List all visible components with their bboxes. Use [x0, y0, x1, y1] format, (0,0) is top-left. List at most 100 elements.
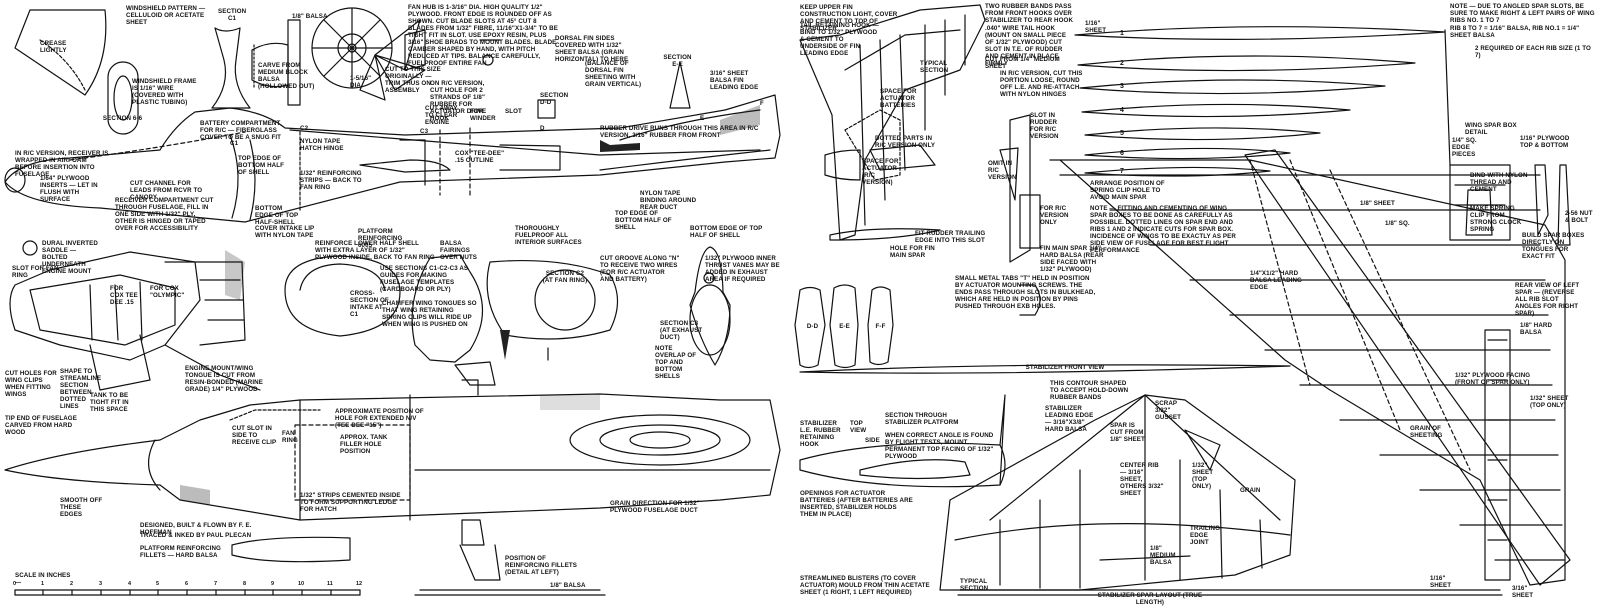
scale-number: 7 — [214, 581, 218, 587]
two-rubber-bands-label: Two rubber bands pass from front hooks o… — [985, 3, 1074, 24]
spring-clip-label: Make spring clip from strong clock sprin… — [1470, 205, 1522, 233]
carve-block-label: Carve from medium block balsa (hollowed … — [258, 62, 315, 90]
sheet-18-label: 1/8" sheet — [1360, 200, 1395, 207]
tip-end-label: Tip end of fuselage carved from hard woo… — [5, 415, 77, 436]
omit-rc-label: Omit in R/C version — [988, 160, 1017, 181]
section-mark-c1: C1 — [230, 140, 239, 147]
engine-mount-assembly — [9, 251, 201, 361]
space-actuator-label: Space for actuator batteries — [880, 88, 917, 109]
section-6-6-outline — [107, 61, 139, 135]
note-fitting-label: Note — Fitting and cementing of wing spa… — [1090, 205, 1236, 254]
approx-position-label: Approximate position of hole for extende… — [335, 408, 424, 429]
section-c2-fan-ring — [486, 259, 619, 340]
scale-number: 11 — [327, 581, 333, 587]
scale-number: 10 — [298, 581, 305, 587]
balsa-top-label: 1/8" balsa — [292, 13, 328, 20]
nylon-tape-hatch-label: Nylon tape hatch hinge — [300, 138, 344, 152]
plywood-inserts-label: 1/64" plywood inserts — let in flush wit… — [40, 175, 98, 203]
rib-8-label: Rib 8 to 7 = 1/16" balsa, rib No.1 = 1/4… — [1450, 25, 1580, 39]
reinforce-lower-label: Reinforce lower half shell with extra la… — [315, 240, 435, 261]
wing-planform — [1049, 159, 1566, 586]
keep-upper-fin-label: Keep upper fin construction light, cover… — [800, 4, 898, 32]
sheet-16-label: 1/16" sheet — [1085, 20, 1107, 34]
fan-hub-note: Fan hub is 1-3/16" dia. high quality 1/2… — [408, 4, 558, 67]
nut-bolt-label: 2-56 nut & bolt — [1565, 210, 1593, 224]
engine-mount-label: Engine mount/wing tongue is cut from res… — [185, 365, 263, 393]
fuselage-top-view — [4, 393, 781, 521]
section-e-e-label: Section E-E — [663, 54, 692, 68]
rib-number: 6 — [1120, 150, 1124, 157]
sheet-316-label: 3/16" sheet — [1512, 585, 1534, 599]
build-spar-boxes-label: Build spar boxes directly on tongues for… — [1522, 232, 1585, 260]
cut-groove-label: Cut groove along "N" to receive two wire… — [600, 255, 680, 283]
rib-number: 3 — [1120, 83, 1124, 90]
sheet-top-only-label: 1/32" sheet (top only) — [1530, 395, 1569, 409]
section-d-d-label: Section D-D — [540, 92, 569, 106]
stab-le-label: Stabilizer leading edge — 3/16"x3/8" har… — [1045, 405, 1094, 433]
center-rib-label: Center rib — 3/16" sheet, others 3/32" s… — [1120, 462, 1164, 497]
scale-number: 1 — [41, 581, 45, 587]
block-label-f-f: F-F — [875, 323, 886, 330]
traced-by-label: Traced & inked by Paul Plecan — [140, 532, 252, 539]
small-metal-tabs-label: Small metal tabs "T" held in position by… — [955, 275, 1096, 310]
plywood-top-bottom-label: 1/16" plywood top & bottom — [1520, 135, 1570, 149]
rib-number: 5 — [1120, 130, 1124, 137]
section-6-6-label: Section 6-6 — [102, 115, 143, 122]
two-required-label: 2 required of each rib size (1 to 7) — [1475, 45, 1591, 59]
approx-tank-label: Approx. tank filler hole position — [340, 434, 388, 455]
contour-shaped-label: This contour shaped to accept hold-down … — [1050, 380, 1129, 401]
section-mark-f: F — [760, 100, 764, 107]
wing-rib-5 — [1084, 127, 1321, 141]
openings-label: Openings for actuator batteries (after b… — [800, 490, 913, 518]
stab-front-view-label: Stabilizer front view — [1025, 364, 1105, 371]
battery-compartment-label: Battery compartment for R/C — fiberglass… — [200, 120, 282, 141]
scale-number: 5 — [156, 581, 160, 587]
fin-leading-edge-label: 3/16" sheet balsa fin leading edge — [710, 70, 759, 91]
cross-section-label: Cross-section of intake at C1 — [350, 290, 389, 318]
crease-lightly-label: Crease lightly — [40, 40, 67, 54]
scale-label: Scale in inches — — [15, 572, 71, 586]
position-reinforcing-label: Position of reinforcing fillets (detail … — [505, 555, 578, 576]
scale-number: 3 — [99, 581, 103, 587]
wing-spar-box — [1449, 164, 1511, 241]
rc-receiver-label: In R/C version, receiver is wrapped in a… — [15, 150, 109, 178]
section-mark-d: D — [540, 125, 545, 132]
grain-label: Grain — [1240, 487, 1261, 494]
fuelproof-label: Thoroughly fuelproof all interior surfac… — [515, 225, 582, 246]
cover-intake-label: Cover intake lip with nylon tape — [255, 225, 315, 239]
typical-section-label: Typical section — [920, 60, 949, 74]
reinforcing-strips-label: 1/32" reinforcing strips — back to fan r… — [300, 170, 362, 191]
stab-rubber-label: Stabilizer L.E. rubber retaining hook — [800, 420, 841, 448]
section-d-d-outline — [537, 99, 556, 119]
tail-hook-label: Tail retaining hook — bind to 1/32" plyw… — [800, 22, 879, 57]
slot-label: Slot — [505, 108, 522, 115]
stabilizer-planform — [939, 394, 1296, 591]
rib-number: 4 — [1120, 107, 1124, 114]
rib-number: 1 — [1120, 30, 1124, 37]
space-rc-label: Space for actuator (R/C version) — [862, 158, 899, 186]
top-edge-bottom-shell-label: Top edge of bottom half of shell — [615, 210, 672, 231]
grain-sheeting-label: Grain of sheeting — [1410, 425, 1443, 439]
hard-balsa-le-label: 1/4"x1/2" hard balsa leading edge — [1250, 270, 1302, 291]
platform-reinforcing-label: Platform reinforcing 6005 — [358, 228, 403, 249]
section-c2-label: Section C2 (at fan ring) — [542, 270, 588, 284]
hard-balsa-spar-label: 1/8" hard balsa — [1520, 322, 1553, 336]
cut-to-size-label: Cut to this size originally — trim thus … — [385, 66, 441, 94]
for-winder-label: For winder — [470, 108, 496, 122]
platform-fillet — [231, 536, 351, 563]
stab-spar-layout-label: Stabilizer spar layout (true length) — [1097, 592, 1203, 606]
wing-rib-1 — [1074, 26, 1446, 40]
fin-side-view — [799, 4, 986, 241]
windshield-frame-label: Windshield frame is 1/16" wire (covered … — [132, 78, 197, 106]
bottom-edge-top-shell-label: Bottom edge of top half of shell — [690, 225, 763, 239]
balsa-bottom-label: 1/8" balsa — [550, 582, 586, 589]
fin-main-spar-label: Fin main spar 1/4" hard balsa (rear side… — [1040, 245, 1104, 273]
section-stab-label: Section through stabilizer platform — [885, 412, 959, 426]
dorsal-fin-label: Dorsal fin sides covered with 1/32" shee… — [555, 35, 629, 63]
section-c3-label: Section C3 (at exhaust duct) — [660, 320, 703, 341]
for-cox-tee-dee-label: For Cox Tee Dee .15 — [110, 285, 138, 306]
wing-rib-7 — [1084, 166, 1271, 177]
section-c1-c2-template — [411, 254, 484, 363]
dotted-parts-label: Dotted parts in R/C version only — [875, 135, 936, 149]
fit-rudder-label: Fit rudder trailing edge into this slot — [915, 230, 986, 244]
